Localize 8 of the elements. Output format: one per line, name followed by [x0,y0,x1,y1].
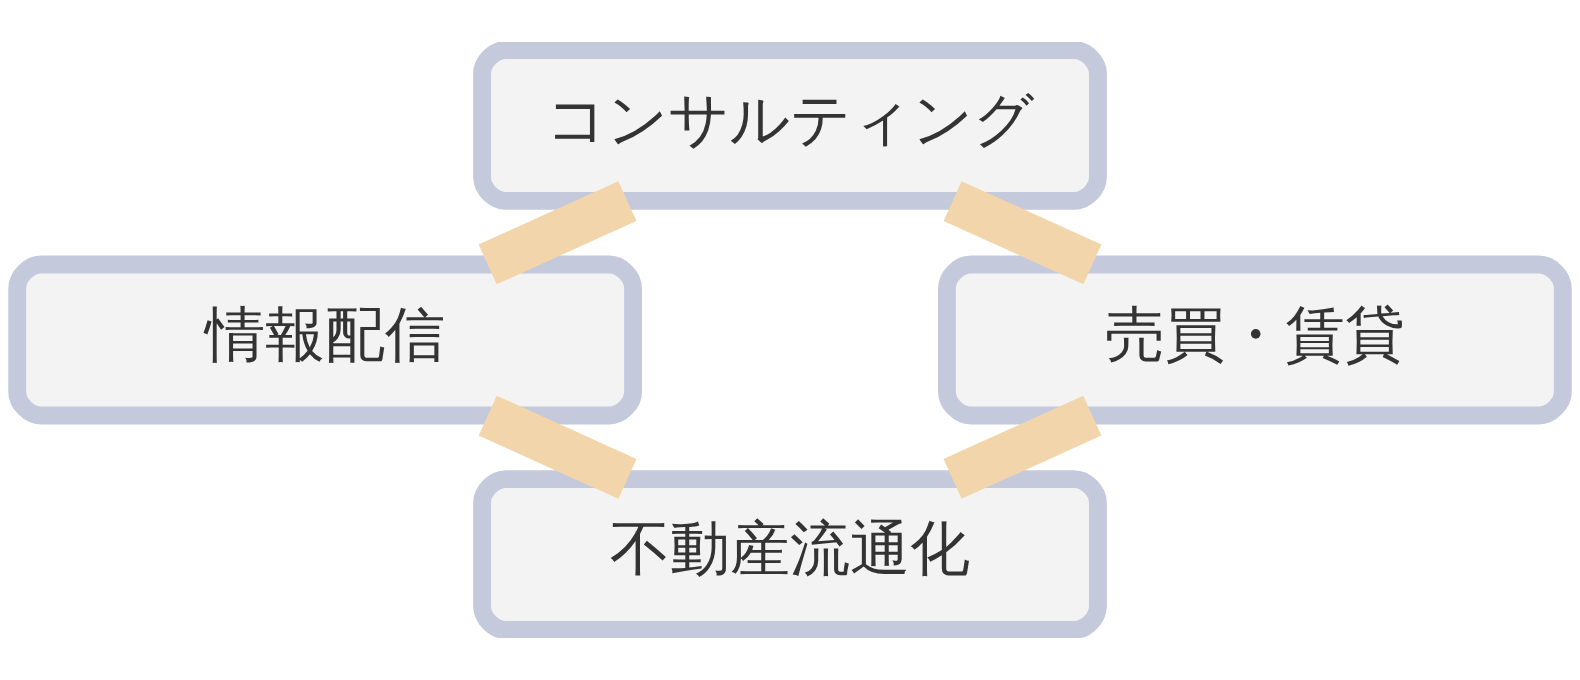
connector [943,181,1102,285]
node-box: 情報配信 [8,255,642,425]
node-box: 不動産流通化 [473,470,1107,638]
connector [943,395,1102,499]
connector [478,181,637,285]
connector [478,395,637,499]
node-box: 売買・賃貸 [938,255,1572,425]
node-box: コンサルティング [473,42,1107,210]
